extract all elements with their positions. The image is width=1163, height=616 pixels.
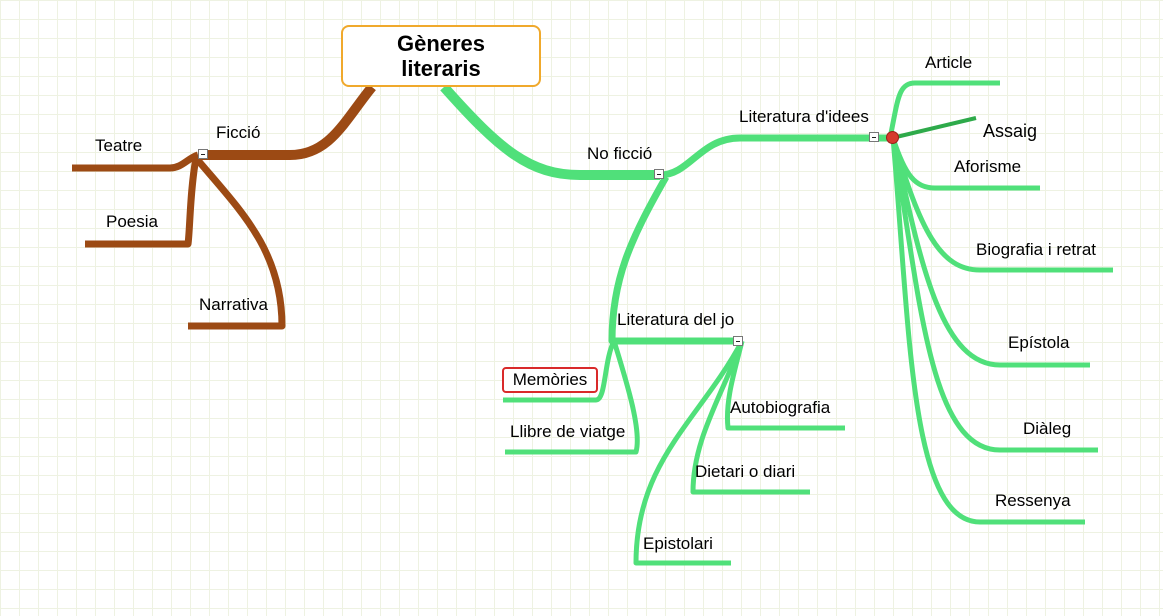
- node-epistola[interactable]: Epístola: [1008, 333, 1070, 352]
- connector-ideas-dialeg: [890, 137, 1098, 453]
- collapse-noficcio-toggle[interactable]: [654, 169, 664, 179]
- node-llibre-viatge[interactable]: Llibre de viatge: [510, 422, 626, 441]
- node-poesia[interactable]: Poesia: [106, 212, 158, 231]
- connector-jo-epistolari: [633, 339, 745, 566]
- node-ficcio[interactable]: Ficció: [216, 123, 261, 142]
- connector-jo-viatge: [505, 340, 640, 455]
- connector-ficcio-teatre: [72, 151, 200, 172]
- node-autobiografia[interactable]: Autobiografia: [730, 398, 831, 417]
- node-biografia-retrat[interactable]: Biografia i retrat: [976, 240, 1096, 259]
- node-ressenya[interactable]: Ressenya: [995, 491, 1071, 510]
- connector-noficcio-jo: [608, 175, 742, 345]
- connection-handle-icon[interactable]: [886, 131, 899, 144]
- collapse-ficcio-toggle[interactable]: [198, 149, 208, 159]
- connector-ideas-article: [887, 80, 1000, 139]
- connector-noficcio-ideas: [659, 134, 890, 179]
- connector-root-noficcio: [440, 83, 660, 180]
- collapse-jo-toggle[interactable]: [733, 336, 743, 346]
- node-dietari-diari[interactable]: Dietari o diari: [695, 462, 796, 481]
- node-epistolari[interactable]: Epistolari: [643, 534, 713, 553]
- node-literatura-idees[interactable]: Literatura d'idees: [739, 107, 869, 126]
- connector-ficcio-narrativa: [188, 155, 286, 330]
- node-dialeg[interactable]: Diàleg: [1023, 419, 1072, 438]
- node-aforisme[interactable]: Aforisme: [954, 157, 1022, 176]
- collapse-idees-toggle[interactable]: [869, 132, 879, 142]
- connector-root-ficcio: [200, 83, 376, 160]
- node-article[interactable]: Article: [925, 53, 973, 72]
- node-narrativa[interactable]: Narrativa: [199, 295, 268, 314]
- connector-ficcio-poesia: [85, 157, 200, 248]
- node-assaig[interactable]: Assaig: [983, 121, 1038, 141]
- connector-jo-dietari: [690, 340, 810, 495]
- node-memories[interactable]: Memòries: [502, 367, 598, 393]
- node-literatura-jo[interactable]: Literatura del jo: [617, 310, 735, 329]
- connector-ideas-epistola: [890, 137, 1090, 368]
- root-node[interactable]: Gèneres literaris: [341, 25, 541, 87]
- connector-ideas-assaig: [891, 116, 977, 140]
- connector-ideas-ressenya: [890, 137, 1085, 525]
- node-teatre[interactable]: Teatre: [95, 136, 143, 155]
- connector-jo-memories: [503, 339, 617, 403]
- root-title: Gèneres literaris: [396, 31, 486, 81]
- node-no-ficcio[interactable]: No ficció: [587, 144, 653, 163]
- node-memories-label: Memòries: [512, 370, 588, 389]
- connector-ideas-biografia: [890, 137, 1113, 273]
